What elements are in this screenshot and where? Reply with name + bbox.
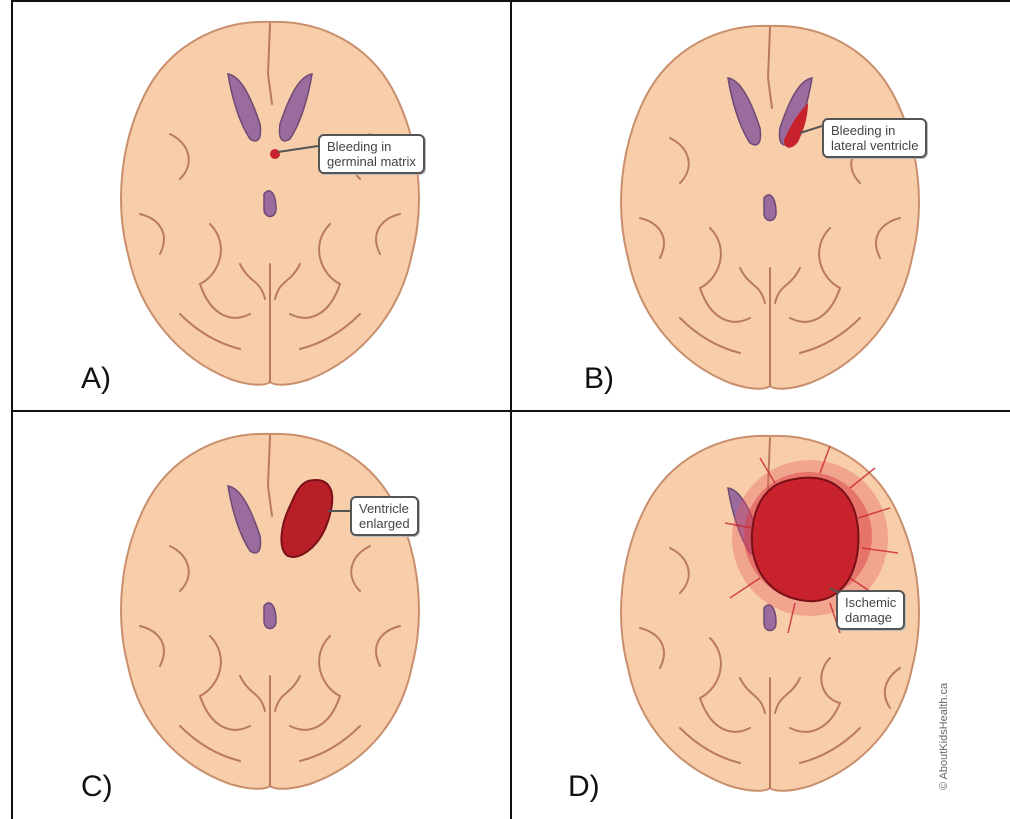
copyright-credit: © AboutKidsHealth.ca [938, 683, 950, 790]
callout-c-line-2: enlarged [359, 516, 410, 531]
callout-b-line-1: Bleeding in [831, 123, 918, 138]
callout-c-line-1: Ventricle [359, 501, 410, 516]
panel-letter-b: B) [584, 362, 614, 396]
panel-letter-a: A) [81, 362, 111, 396]
panel-d: Ischemic damage [600, 428, 960, 798]
panel-a: Bleeding in germinal matrix [100, 14, 440, 394]
callout-b: Bleeding in lateral ventricle [822, 118, 927, 158]
panel-c: Ventricle enlarged [100, 426, 440, 796]
panel-b: Bleeding in lateral ventricle [600, 18, 940, 398]
panel-letter-c: C) [81, 770, 113, 804]
callout-a: Bleeding in germinal matrix [318, 134, 425, 174]
brain-illustration-a [100, 14, 440, 394]
grid-divider-horizontal [11, 410, 1010, 412]
brain-illustration-b [600, 18, 940, 398]
panel-letter-d: D) [568, 770, 600, 804]
callout-b-line-2: lateral ventricle [831, 138, 918, 153]
callout-c: Ventricle enlarged [350, 496, 419, 536]
callout-d: Ischemic damage [836, 590, 905, 630]
brain-illustration-d [600, 428, 960, 798]
brain-illustration-c [100, 426, 440, 796]
callout-d-line-2: damage [845, 610, 896, 625]
callout-a-line-2: germinal matrix [327, 154, 416, 169]
callout-a-line-1: Bleeding in [327, 139, 416, 154]
callout-d-line-1: Ischemic [845, 595, 896, 610]
